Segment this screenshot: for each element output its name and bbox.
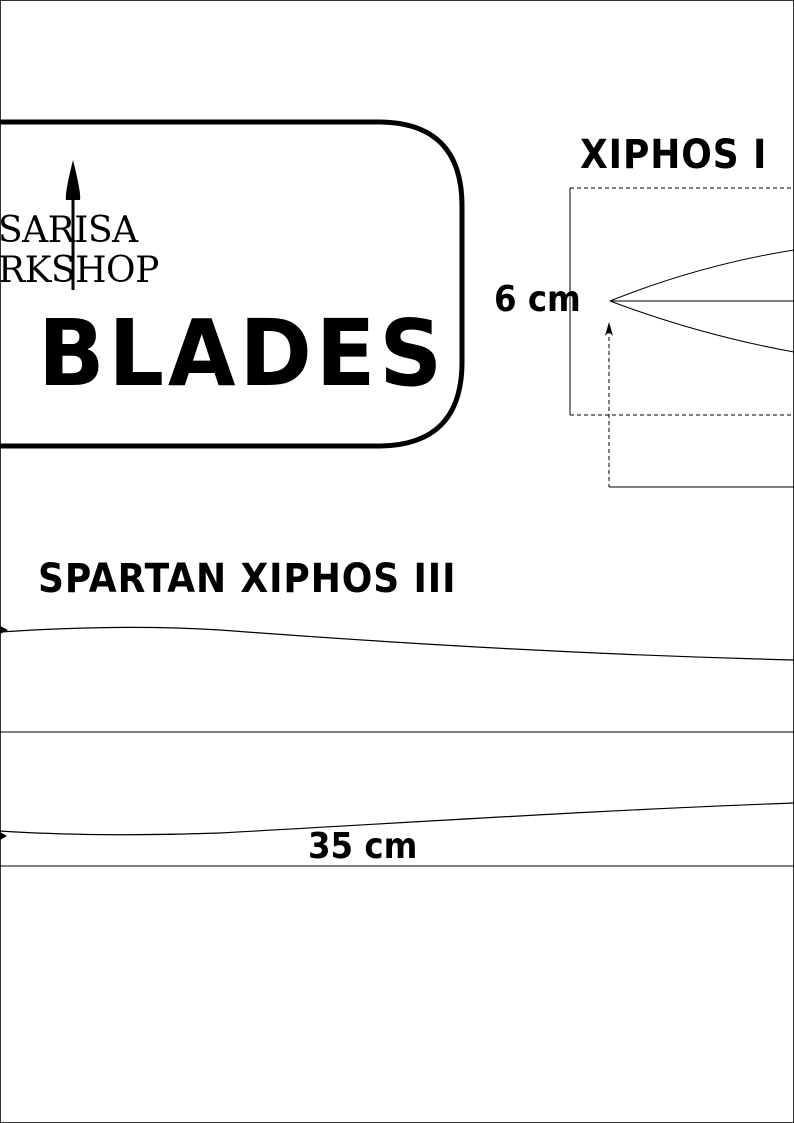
spartan-blade-upper: [0, 626, 794, 661]
logo-line-2: RKSHOP: [0, 250, 159, 291]
xiphos1-title: XIPHOS I: [580, 132, 768, 178]
xiphos1-blade-lower: [609, 300, 794, 353]
logo-line-1: SARISA: [0, 210, 138, 251]
spartan-blade-lower: [0, 802, 794, 836]
page-title: BLADES: [38, 300, 446, 407]
xiphos1-dimension: 6 cm: [494, 279, 581, 320]
spear-icon: [65, 160, 81, 290]
spartan-xiphos-dimension: 35 cm: [308, 826, 418, 867]
spartan-arrow-upper: [0, 626, 8, 634]
spartan-arrow-lower: [0, 832, 7, 840]
xiphos1-blade-upper: [609, 249, 794, 302]
xiphos1-dim-arrowhead: [605, 322, 613, 336]
header-frame: [0, 119, 465, 449]
spartan-xiphos-title: SPARTAN XIPHOS III: [38, 556, 457, 602]
